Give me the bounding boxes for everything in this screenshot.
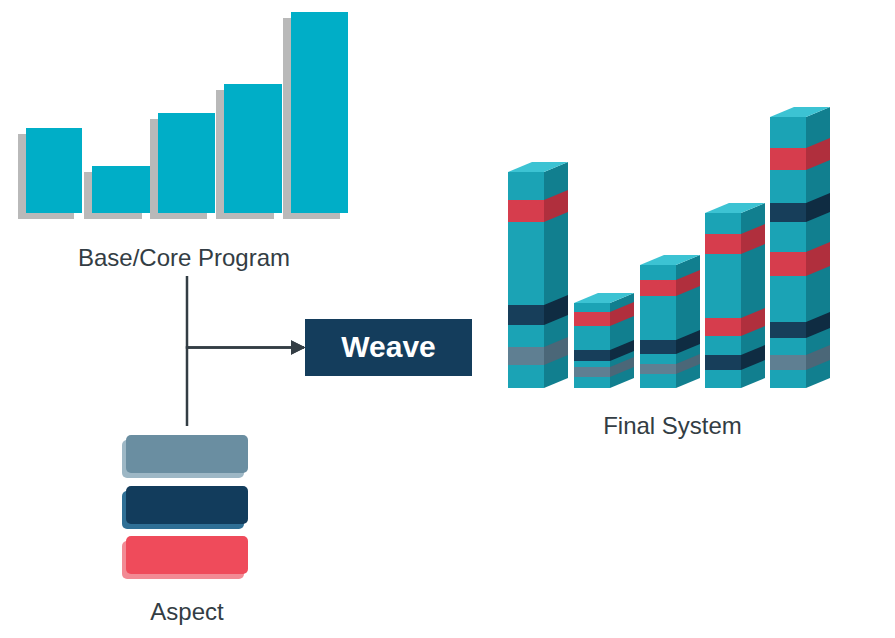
illustration-group: Final System bbox=[500, 100, 845, 440]
column bbox=[705, 203, 765, 388]
column bbox=[508, 162, 568, 388]
process-box: Weave bbox=[305, 319, 472, 376]
final-columns bbox=[508, 107, 830, 388]
column bbox=[640, 255, 700, 388]
column bbox=[770, 107, 830, 388]
box-label: Weave bbox=[341, 330, 436, 365]
aspect-blocks bbox=[122, 435, 248, 579]
connector bbox=[187, 348, 304, 427]
base-bars bbox=[18, 12, 348, 219]
figure-caption: Final System bbox=[603, 412, 742, 440]
illustration-group: Aspect bbox=[112, 430, 262, 626]
figure-caption: Base/Core Program bbox=[78, 244, 290, 272]
illustration-group: Base/Core Program bbox=[14, 8, 354, 272]
connector bbox=[187, 276, 304, 348]
figure-caption: Aspect bbox=[150, 598, 223, 626]
column bbox=[574, 293, 634, 388]
